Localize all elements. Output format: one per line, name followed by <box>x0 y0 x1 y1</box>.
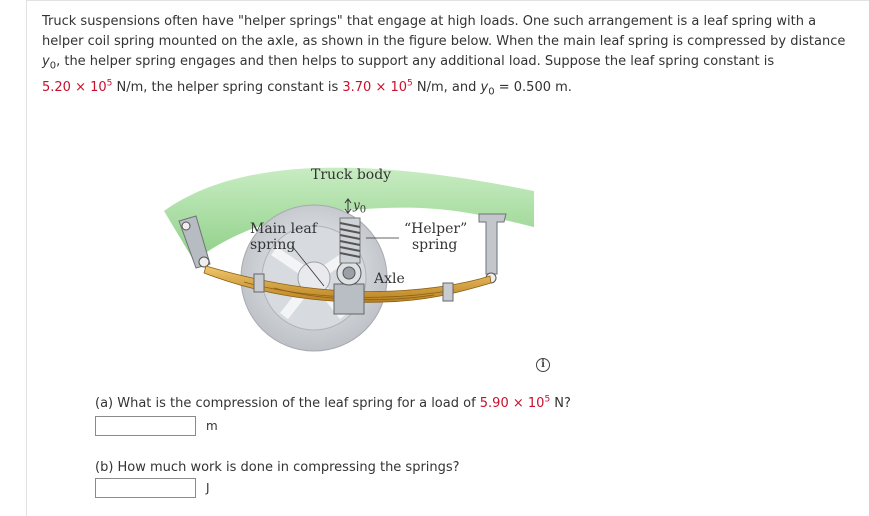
truck-body-label: Truck body <box>311 167 392 183</box>
y0-fig-sub: 0 <box>359 204 367 216</box>
intro-line-2: helper coil spring mounted on the axle, … <box>42 34 846 49</box>
truck-body-shape <box>164 167 549 261</box>
helper-line1: “Helper” <box>404 221 468 237</box>
helper-k-exponent: 5 <box>407 78 413 89</box>
leaf-k-exponent: 5 <box>106 78 113 89</box>
main-leaf-line2: spring <box>250 237 296 253</box>
y0-fig-var: y <box>353 198 360 212</box>
part-a-question: (a) What is the compression of the leaf … <box>95 394 571 411</box>
helper-k-mantissa: 3.70 × 10 <box>342 80 408 95</box>
problem-statement: Truck suspensions often have "helper spr… <box>42 12 862 98</box>
intro-line-3-rest: , the helper spring engages and then hel… <box>56 54 775 69</box>
intro-line-3: y0, the helper spring engages and then h… <box>42 52 862 72</box>
part-a-prefix: (a) What is the compression of the leaf … <box>95 396 480 411</box>
leaf-spring <box>203 265 492 303</box>
leaf-spring-constant: 5.20 × 105 <box>42 78 113 95</box>
load-exponent: 5 <box>544 394 551 405</box>
main-leaf-line1: Main leaf <box>250 221 317 237</box>
leaf-k-mantissa: 5.20 × 10 <box>42 80 107 95</box>
intro-line-1: Truck suspensions often have "helper spr… <box>42 14 817 29</box>
part-b-unit: J <box>206 481 210 495</box>
load-mantissa: 5.90 × 10 <box>479 396 545 411</box>
intro-line-4: 5.20 × 105 N/m, the helper spring consta… <box>42 78 862 98</box>
y0-subscript: 0 <box>49 60 57 72</box>
part-a-unit: m <box>206 419 218 433</box>
y0-subscript-2: 0 <box>488 86 495 98</box>
load-value: 5.90 × 105 <box>479 394 551 411</box>
part-a-suffix: N? <box>550 396 571 411</box>
part-b-answer-input[interactable] <box>95 478 196 498</box>
suspension-diagram <box>164 167 549 352</box>
y0-value: = 0.500 m. <box>494 80 572 95</box>
info-icon[interactable]: i <box>536 358 550 372</box>
part-a-answer-input[interactable] <box>95 416 196 436</box>
question-panel: Truck suspensions often have "helper spr… <box>26 0 869 516</box>
y0-figure-label: y0 <box>353 197 367 216</box>
helper-line2: spring <box>412 237 458 253</box>
y0-arrow <box>344 198 352 214</box>
helper-k-unit: N/m, and <box>412 80 481 95</box>
leaf-k-unit: N/m, the helper spring constant is <box>112 80 343 95</box>
helper-spring-label: “Helper”spring <box>404 221 467 253</box>
part-b-question: (b) How much work is done in compressing… <box>95 460 460 475</box>
y0-variable-2: y <box>480 80 489 95</box>
y0-variable: y <box>42 54 50 69</box>
right-hanger <box>478 213 507 275</box>
axle-label: Axle <box>374 271 405 287</box>
helper-coil-spring <box>339 217 361 264</box>
helper-spring-constant: 3.70 × 105 <box>342 78 413 95</box>
